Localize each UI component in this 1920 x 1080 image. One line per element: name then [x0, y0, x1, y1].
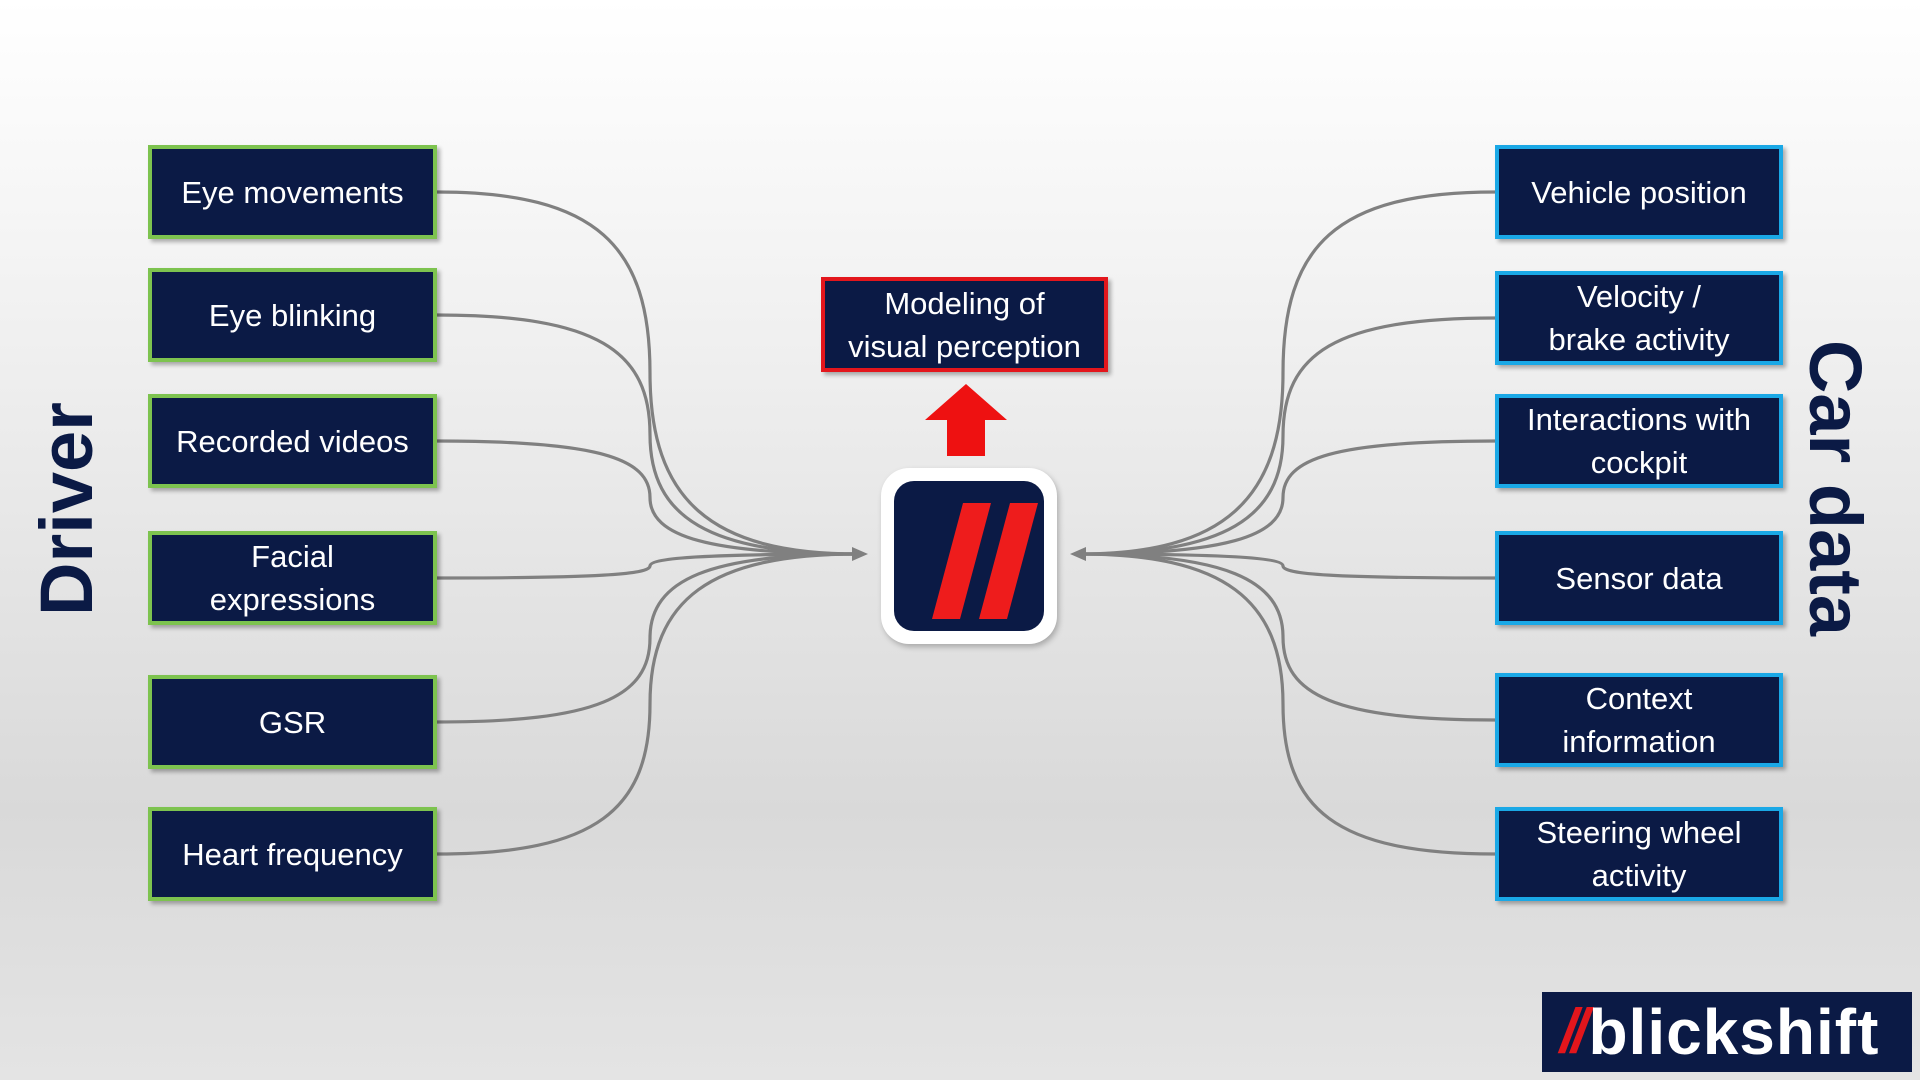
car-node-vehicle-position: Vehicle position	[1495, 145, 1783, 239]
car-node-cockpit-interactions: Interactions with cockpit	[1495, 394, 1783, 488]
car-connector-0	[1079, 190, 1496, 556]
car-connector-1	[1079, 316, 1496, 556]
blickshift-slashes-icon	[894, 481, 1044, 631]
driver-connector-1	[436, 313, 859, 556]
car-connector-5	[1079, 552, 1496, 856]
driver-connector-4	[436, 552, 859, 724]
brand-logo-slashes: //	[1560, 997, 1589, 1066]
driver-connector-group	[436, 190, 859, 856]
driver-node-eye-movements: Eye movements	[148, 145, 437, 239]
driver-node-eye-blinking: Eye blinking	[148, 268, 437, 362]
driver-connector-3	[436, 552, 859, 580]
driver-node-recorded-videos: Recorded videos	[148, 394, 437, 488]
car-node-steering-wheel: Steering wheel activity	[1495, 807, 1783, 901]
right-arrowhead-icon	[1070, 547, 1086, 561]
car-node-sensor-data: Sensor data	[1495, 531, 1783, 625]
car-connector-2	[1079, 439, 1496, 556]
driver-node-heart-frequency: Heart frequency	[148, 807, 437, 901]
car-node-context-information: Context information	[1495, 673, 1783, 767]
up-arrow-icon	[925, 384, 1007, 456]
car-connector-4	[1079, 552, 1496, 722]
car-node-velocity-brake: Velocity / brake activity	[1495, 271, 1783, 365]
driver-connector-0	[436, 190, 859, 556]
driver-node-facial-expressions: Facial expressions	[148, 531, 437, 625]
car-connector-group	[1079, 190, 1496, 856]
driver-heading: Driver	[25, 402, 108, 616]
left-arrowhead-icon	[852, 547, 868, 561]
brand-logo-name: blickshift	[1588, 996, 1880, 1068]
driver-node-gsr: GSR	[148, 675, 437, 769]
brand-logo: // blickshift	[1542, 992, 1912, 1072]
driver-connector-5	[436, 552, 859, 856]
center-logo-tile	[881, 468, 1057, 644]
target-node-visual-perception: Modeling of visual perception	[821, 277, 1108, 372]
car-connector-3	[1079, 552, 1496, 580]
driver-connector-2	[436, 439, 859, 556]
car-data-heading: Car data	[1794, 339, 1877, 637]
slashes-graphic	[932, 503, 1038, 619]
